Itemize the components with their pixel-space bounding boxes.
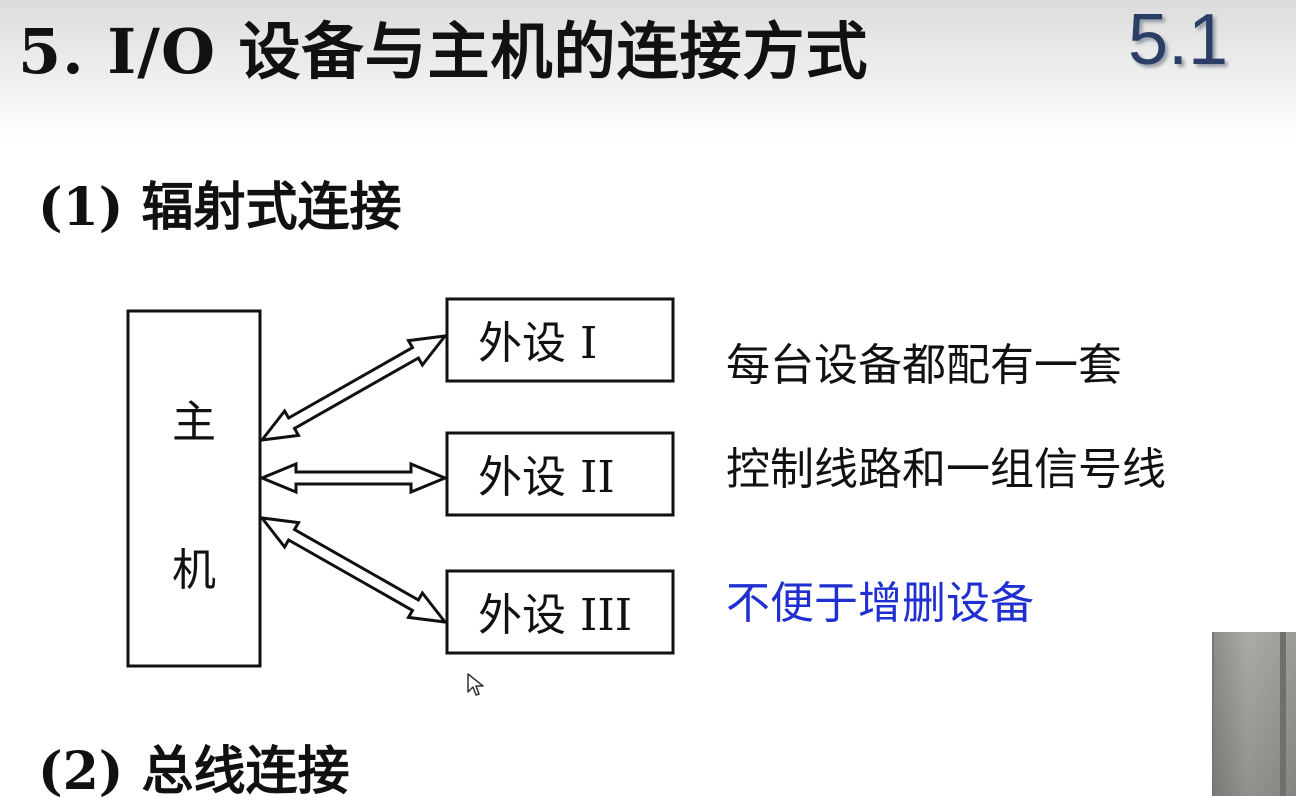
arrow-host-peripheral-2: [258, 461, 449, 495]
webcam-overlay: [1212, 632, 1296, 796]
peripheral-box-3: [445, 569, 675, 655]
peripheral-label-1: 外设 I: [478, 318, 597, 369]
slide-title: 5. I/O 设备与主机的连接方式: [18, 15, 869, 88]
peripheral-box-2: [445, 431, 675, 517]
drawback-note: 不便于增删设备: [726, 578, 1034, 629]
section-heading-bus: (2) 总线连接: [38, 741, 350, 802]
arrow-host-peripheral-1: [258, 334, 449, 442]
slide-number: 5.1: [1128, 0, 1229, 80]
host-box: [126, 309, 262, 668]
title-band: [0, 0, 1296, 140]
pointer-cursor-icon: [467, 673, 484, 696]
note-line-1: 每台设备都配有一套: [726, 340, 1122, 391]
connection-arrows: [258, 334, 449, 624]
peripheral-label-3: 外设 III: [478, 590, 632, 641]
host-label-2: 机: [172, 545, 216, 596]
peripheral-box-1: [445, 297, 675, 383]
note-line-2: 控制线路和一组信号线: [726, 444, 1166, 495]
arrow-host-peripheral-3: [258, 516, 449, 624]
peripheral-label-2: 外设 II: [478, 452, 615, 503]
section-heading-radial: (1) 辐射式连接: [38, 177, 402, 238]
host-label-1: 主: [172, 397, 216, 448]
